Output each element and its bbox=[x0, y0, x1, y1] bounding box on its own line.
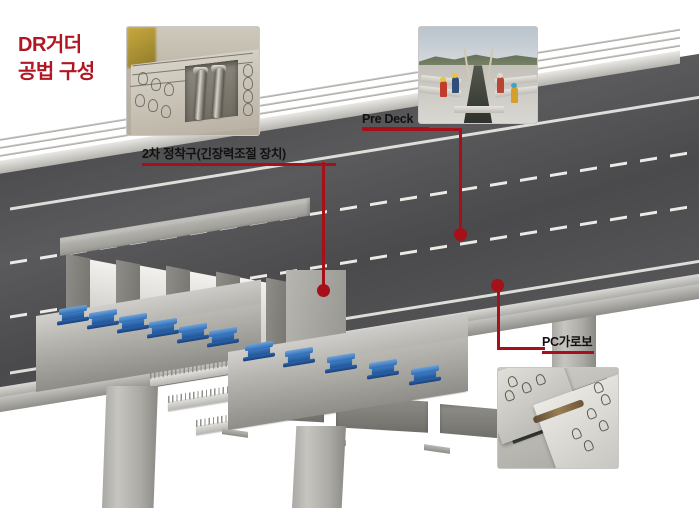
cross-beam-flange bbox=[424, 444, 450, 454]
callout-label-secondary-anchorage: 2차 정착구(긴장력조절 장치) bbox=[142, 147, 286, 161]
worker bbox=[440, 80, 448, 97]
bearing-pad bbox=[57, 304, 89, 326]
leader-line-pc-crossbeam bbox=[497, 285, 500, 349]
bearing-pad bbox=[147, 317, 179, 339]
bearing-pad bbox=[207, 326, 239, 348]
pier-column-left bbox=[102, 386, 158, 508]
worker bbox=[511, 86, 519, 103]
photo-predeck-install bbox=[418, 26, 538, 124]
leader-dot-secondary-anchorage bbox=[317, 284, 330, 297]
bearing-pad bbox=[283, 346, 315, 368]
pier-column-center bbox=[292, 426, 346, 508]
bearing-pad bbox=[177, 322, 209, 344]
bearing-pad bbox=[117, 312, 149, 334]
photo-panel-joint bbox=[497, 367, 619, 469]
worker bbox=[496, 76, 504, 93]
leader-line-secondary-anchorage bbox=[322, 162, 325, 290]
callout-underline bbox=[542, 351, 594, 354]
leader-elbow-pre-deck bbox=[362, 128, 462, 131]
bearing-pad bbox=[87, 308, 119, 330]
cross-beam-flange bbox=[222, 428, 248, 438]
callout-label-pre-deck: Pre Deck bbox=[362, 112, 414, 126]
leader-line-pre-deck bbox=[459, 130, 462, 234]
bearing-pad bbox=[367, 358, 399, 380]
page-title: DR거더 공법 구성 bbox=[18, 34, 95, 83]
callout-pc-crossbeam: PC가로보 bbox=[542, 331, 594, 354]
callout-underline bbox=[142, 163, 336, 166]
leader-dot-pre-deck bbox=[454, 228, 467, 241]
bearing-pad bbox=[409, 364, 441, 386]
worker bbox=[452, 76, 460, 93]
photo-anchorage bbox=[126, 26, 260, 136]
leader-dot-pc-crossbeam bbox=[491, 279, 504, 292]
callout-label-pc-crossbeam: PC가로보 bbox=[542, 335, 593, 349]
callout-secondary-anchorage: 2차 정착구(긴장력조절 장치) bbox=[142, 143, 336, 166]
leader-elbow-pc-crossbeam bbox=[497, 347, 545, 350]
bearing-pad bbox=[325, 352, 357, 374]
bearing-pad bbox=[243, 340, 275, 362]
callout-pre-deck: Pre Deck bbox=[362, 112, 429, 130]
